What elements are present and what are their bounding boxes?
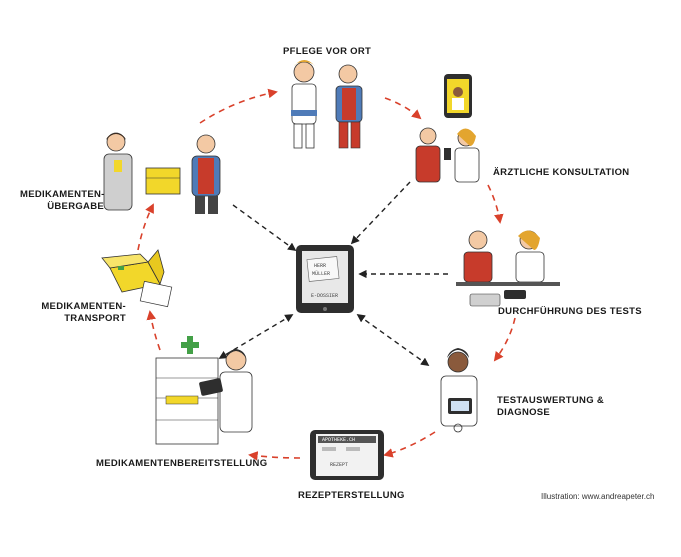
arrow-konsultation-to-dossier xyxy=(350,181,411,245)
station-rezept-tablet: APOTHEKE.CH REZEPT xyxy=(310,430,384,480)
cycle-arrows xyxy=(137,88,516,461)
arrow-bereitstellung-to-transport xyxy=(146,310,161,351)
station-konsultation-figures xyxy=(415,74,480,183)
arrow-diagnose-to-rezept xyxy=(383,431,436,458)
dossier-line-1: HERR xyxy=(314,263,326,269)
arrow-uebergabe-to-dossier xyxy=(232,204,297,251)
dossier-line-2: MÜLLER xyxy=(312,270,330,277)
station-bereitstellung-figures xyxy=(155,336,253,445)
arrow-rezept-to-bereitstellung xyxy=(248,451,301,461)
rezept-title: REZEPT xyxy=(330,462,348,468)
arrow-pflege-to-konsultation xyxy=(384,97,422,120)
illustration-credit: Illustration: www.andreapeter.ch xyxy=(541,492,655,501)
label-testauswertung-diagnose: TESTAUSWERTUNG & DIAGNOSE xyxy=(497,395,605,418)
dossier-footer: E-DOSSIER xyxy=(311,293,338,299)
label-medikamentenbereitstellung: MEDIKAMENTENBEREITSTELLUNG xyxy=(96,458,268,469)
arrow-konsultation-to-tests xyxy=(487,184,504,224)
arrow-transport-to-uebergabe xyxy=(137,203,154,251)
label-aerztliche-konsultation: ÄRZTLICHE KONSULTATION xyxy=(493,167,630,178)
station-transport-figures xyxy=(101,249,173,308)
arrow-dossier-diagnose xyxy=(356,314,430,366)
arrow-uebergabe-to-pflege xyxy=(199,88,278,124)
station-diagnose-figures xyxy=(440,348,478,433)
data-arrows xyxy=(218,181,448,366)
label-medikamenten-uebergabe: MEDIKAMENTEN- ÜBERGABE xyxy=(20,189,105,212)
station-uebergabe-figures xyxy=(103,132,221,214)
label-rezepterstellung: REZEPTERSTELLUNG xyxy=(298,490,405,501)
station-pflege-figures xyxy=(291,60,363,149)
label-pflege-vor-ort: PFLEGE VOR ORT xyxy=(283,46,372,57)
arrow-dossier-bereitstellung xyxy=(218,314,294,359)
rezept-header: APOTHEKE.CH xyxy=(322,437,355,443)
e-dossier-tablet: HERR MÜLLER E-DOSSIER xyxy=(296,245,354,313)
label-medikamenten-transport: MEDIKAMENTEN- TRANSPORT xyxy=(41,301,126,324)
station-tests-figures xyxy=(456,230,560,307)
label-durchfuehrung-des-tests: DURCHFÜHRUNG DES TESTS xyxy=(498,306,642,317)
arrow-tests-to-diagnose xyxy=(493,317,516,362)
